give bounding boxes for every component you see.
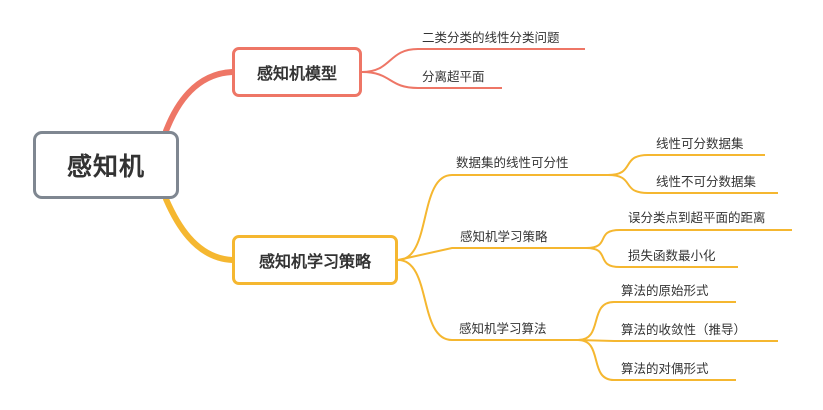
leaf-node-misclassified-distance[interactable]: 误分类点到超平面的距离 xyxy=(628,210,766,225)
connector-sub2-to-leaf1 xyxy=(585,229,792,249)
leaf-node-not-linearly-separable[interactable]: 线性不可分数据集 xyxy=(656,174,757,189)
connector-sub1-to-leaf2 xyxy=(607,174,778,194)
leaf-node-dual-form[interactable]: 算法的对偶形式 xyxy=(621,361,709,376)
connector-root-to-strategy xyxy=(163,196,235,263)
connector-sub1-to-leaf1 xyxy=(607,154,765,176)
subtopic-node-learning-algorithm[interactable]: 感知机学习算法 xyxy=(459,321,547,336)
connector-strategy-to-sub1 xyxy=(397,174,608,261)
connector-strategy-to-sub3 xyxy=(397,259,578,341)
connector-model-to-leaf2 xyxy=(361,71,502,89)
leaf-node-loss-minimization[interactable]: 损失函数最小化 xyxy=(628,248,716,263)
connector-sub3-to-leaf2 xyxy=(577,339,778,342)
subtopic-node-learning-strategy[interactable]: 感知机学习策略 xyxy=(460,229,548,244)
leaf-node-linearly-separable[interactable]: 线性可分数据集 xyxy=(656,136,744,151)
leaf-node-primal-form[interactable]: 算法的原始形式 xyxy=(621,283,709,298)
root-node[interactable]: 感知机 xyxy=(33,131,179,199)
connector-strategy-to-sub2 xyxy=(397,247,586,261)
subtopic-node-linear-separability[interactable]: 数据集的线性可分性 xyxy=(456,155,569,170)
leaf-node-separating-hyperplane[interactable]: 分离超平面 xyxy=(422,69,485,84)
leaf-node-binary-classification[interactable]: 二类分类的线性分类问题 xyxy=(422,30,560,45)
connector-model-to-leaf1 xyxy=(361,48,585,73)
branch-node-strategy[interactable]: 感知机学习策略 xyxy=(232,235,398,285)
branch-node-model[interactable]: 感知机模型 xyxy=(232,47,362,97)
connector-sub3-to-leaf1 xyxy=(577,301,736,341)
leaf-node-convergence[interactable]: 算法的收敛性（推导） xyxy=(621,322,747,337)
connector-sub2-to-leaf2 xyxy=(585,247,738,268)
connector-root-to-model xyxy=(163,69,235,134)
connector-sub3-to-leaf3 xyxy=(577,339,736,381)
